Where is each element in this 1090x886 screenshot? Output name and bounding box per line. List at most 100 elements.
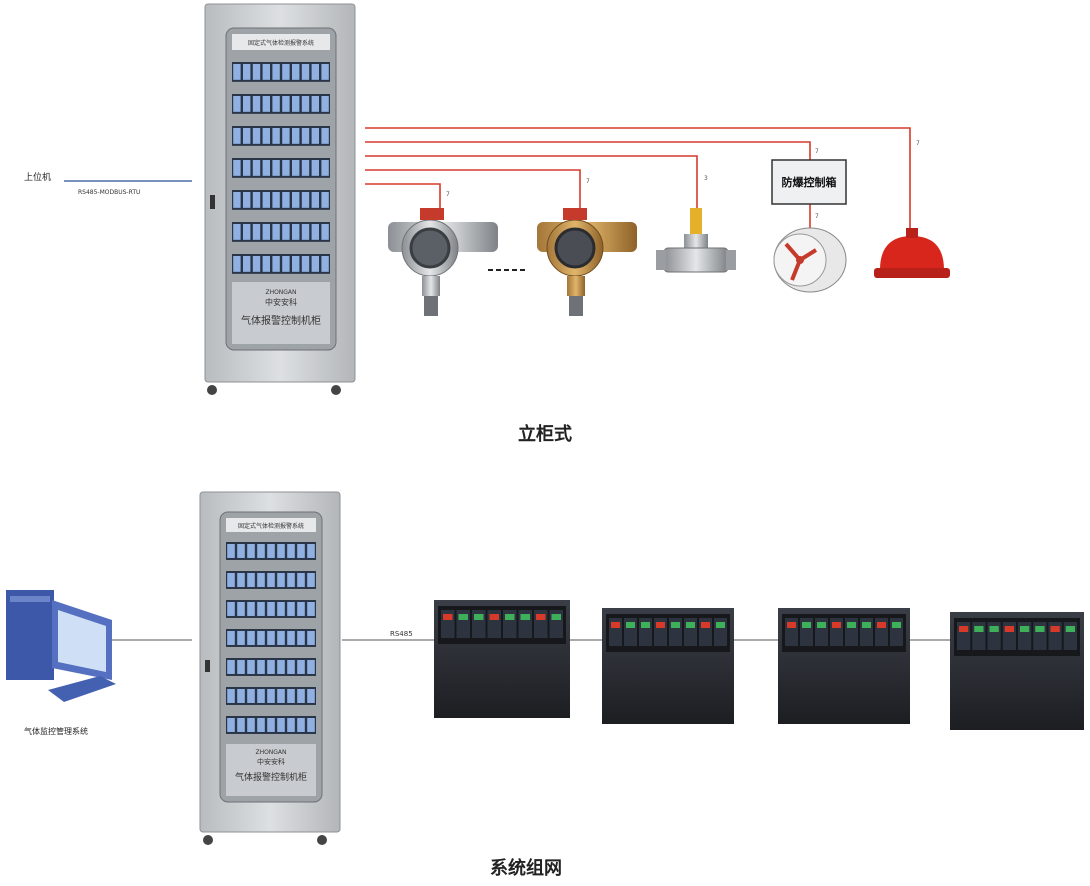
controller-module — [257, 689, 265, 703]
controller-module — [277, 689, 285, 703]
exhaust-fan — [773, 227, 847, 293]
controller-module — [321, 96, 329, 112]
panel-led — [716, 622, 725, 628]
controller-module — [233, 192, 241, 208]
controller-module — [262, 192, 270, 208]
wire-group — [365, 127, 911, 232]
controller-module — [282, 160, 290, 176]
controller-module — [287, 718, 295, 732]
controller-module — [297, 602, 305, 616]
panel-led — [671, 622, 680, 628]
cabinet-top — [204, 3, 356, 395]
controller-module — [282, 96, 290, 112]
panel-led — [847, 622, 856, 628]
controller-module — [262, 224, 270, 240]
cabinet-top-name: 气体报警控制机柜 — [241, 314, 321, 327]
panel-led — [641, 622, 650, 628]
controller-module — [252, 224, 261, 240]
controller-module — [311, 96, 319, 112]
controller-module — [307, 660, 315, 674]
controller-module — [267, 602, 275, 616]
panel-led — [787, 622, 796, 628]
controller-module — [277, 602, 285, 616]
cabinet-top-header: 固定式气体检测报警系统 — [248, 39, 314, 47]
controller-module — [252, 192, 261, 208]
controller-module — [272, 192, 280, 208]
cabinet-bottom-logo: ZHONGAN — [255, 749, 286, 756]
panel-led — [611, 622, 620, 628]
svg-text:7: 7 — [916, 140, 920, 147]
panel-led — [551, 614, 561, 620]
panel-led — [656, 622, 665, 628]
diagram2-title: 系统组网 — [490, 857, 562, 879]
controller-module — [277, 544, 285, 558]
controller-module — [237, 660, 245, 674]
cabinet-bottom-name: 气体报警控制机柜 — [235, 771, 307, 783]
svg-text:3: 3 — [704, 175, 708, 182]
controller-module — [272, 160, 280, 176]
controller-module — [262, 160, 270, 176]
controller-module — [321, 128, 329, 144]
controller-module — [272, 256, 280, 272]
controller-module — [272, 224, 280, 240]
controller-module — [227, 718, 235, 732]
controller-module — [287, 602, 295, 616]
cabinet-top-brand: 中安安科 — [265, 297, 297, 307]
panel-led — [505, 614, 515, 620]
cabinet-bottom — [199, 491, 341, 845]
wall-controller-panel — [602, 608, 734, 724]
gas-detector-steel — [388, 208, 498, 316]
controller-module — [252, 128, 261, 144]
controller-module — [307, 602, 315, 616]
panel-led — [443, 614, 453, 620]
panel-led — [892, 622, 901, 628]
controller-module — [233, 224, 241, 240]
bus-label: RS485 — [390, 630, 413, 638]
controller-module — [307, 573, 315, 587]
controller-module — [267, 660, 275, 674]
controller-module — [267, 689, 275, 703]
controller-module — [247, 660, 255, 674]
controller-module — [282, 256, 290, 272]
controller-module — [237, 602, 245, 616]
controller-module — [321, 192, 329, 208]
panel-led — [974, 626, 984, 632]
controller-module — [272, 128, 280, 144]
controller-module — [321, 256, 329, 272]
panel-led — [1050, 626, 1060, 632]
controller-module — [252, 160, 261, 176]
svg-text:7: 7 — [586, 178, 590, 185]
controller-module — [311, 224, 319, 240]
svg-text:7: 7 — [815, 148, 819, 155]
upper-pc-label: 上位机 — [24, 171, 51, 183]
controller-module — [301, 96, 310, 112]
panel-led — [520, 614, 530, 620]
controller-module — [267, 718, 275, 732]
controller-module — [292, 96, 300, 112]
panel-led — [1035, 626, 1045, 632]
controller-module — [247, 689, 255, 703]
wall-controller-panel — [950, 612, 1084, 730]
controller-module — [267, 573, 275, 587]
panel-led — [817, 622, 826, 628]
controller-module — [257, 544, 265, 558]
controller-module — [292, 128, 300, 144]
controller-module — [227, 573, 235, 587]
controller-module — [252, 256, 261, 272]
controller-module — [252, 96, 261, 112]
controller-module — [227, 544, 235, 558]
monitoring-pc — [6, 590, 116, 702]
controller-module — [267, 631, 275, 645]
controller-module — [262, 256, 270, 272]
controller-module — [292, 256, 300, 272]
controller-module — [297, 573, 305, 587]
pc-label: 气体监控管理系统 — [24, 726, 88, 736]
controller-module — [287, 544, 295, 558]
controller-module — [237, 631, 245, 645]
controller-module — [301, 64, 310, 80]
controller-module — [292, 192, 300, 208]
controller-module — [311, 128, 319, 144]
controller-module — [262, 128, 270, 144]
panel-led — [536, 614, 546, 620]
controller-module — [277, 718, 285, 732]
